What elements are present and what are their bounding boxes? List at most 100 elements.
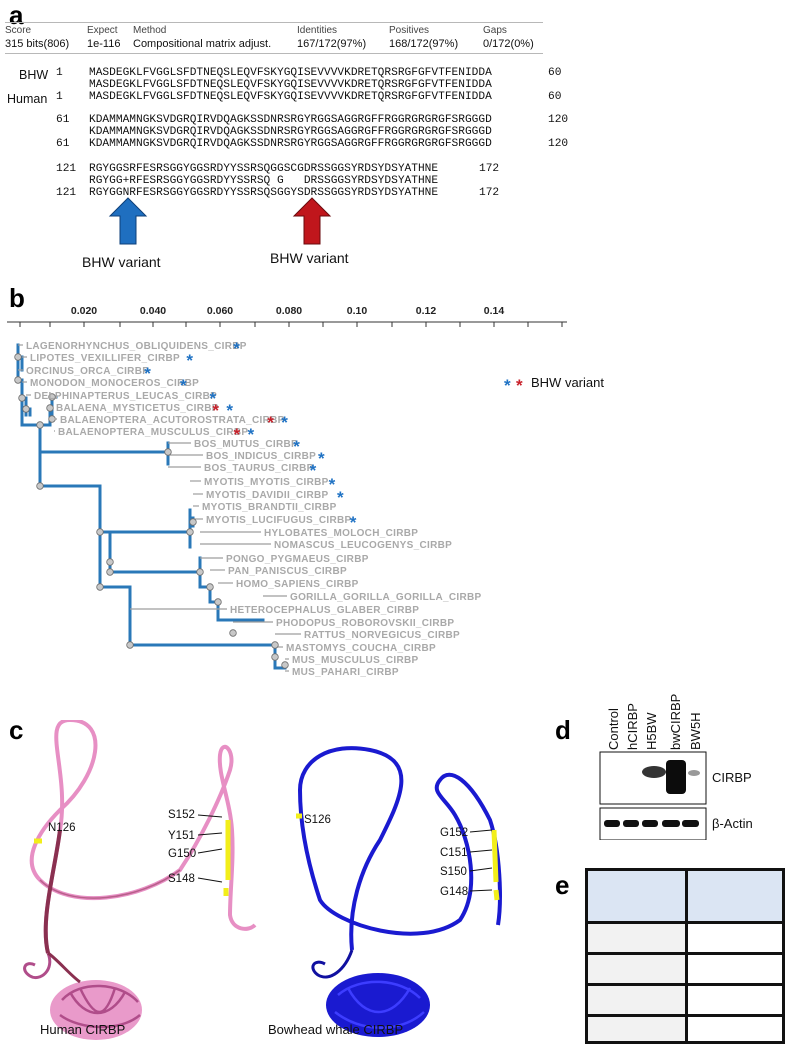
red-arrow-label: BHW variant [270,250,349,266]
header-method-label: Method [133,25,167,36]
alignment-block-1: BHW 1 MASDEGKLFVGGLSFDTNEQSLEQVFSKYGQISE… [0,66,600,106]
band-label-cirbp: CIRBP [712,770,752,785]
whale-cirbp-structure: S126 G152 C151 S150 G148 [296,746,502,1037]
scale-tick-label: 0.12 [416,305,437,317]
species-label: MUS_MUSCULUS_CIRBP [292,655,419,666]
scale-tick-label: 0.10 [347,305,368,317]
species-label: PONGO_PYGMAEUS_CIRBP [226,554,369,565]
table-e [585,868,785,1044]
western-blot: Control hCIRBP H5BW bwCIRBP BW5H CIRBP β… [599,694,753,840]
tree-node [281,661,289,669]
blue-star-icon: * [186,351,193,370]
tree-node [46,404,54,412]
human-res-label-1: N126 [48,822,76,834]
query-start: 121 [56,163,77,175]
subject-seq: RGYGGNRFESRSGGYGGSRDYYSSRSQSGGYSDRSSGGSY… [89,187,439,199]
lane-label-5: BW5H [688,712,703,750]
query-end: 172 [479,163,500,175]
blue-star-icon: * [247,425,254,444]
species-label: NOMASCUS_LEUCOGENYS_CIRBP [274,540,452,551]
subject-start: 121 [56,187,77,199]
header-score-value: 315 bits(806) [5,38,70,50]
blue-star-icon: * [293,437,300,456]
tree-node [271,653,279,661]
protein-structures: N126 S152 Y151 G150 S148 S126 G152 C151 … [23,720,502,1040]
species-label: MYOTIS_BRANDTII_CIRBP [202,502,337,513]
variant-arrows [108,197,332,245]
tree-node [96,528,104,536]
scale-tick-label: 0.14 [484,305,505,317]
species-label: BALAENOPTERA_ACUTOROSTRATA_CIRBP [60,415,285,426]
band-label-actin: β-Actin [712,816,753,831]
table-e-cell [588,986,688,1017]
table-e-header-right [688,871,782,924]
blue-arrow-label: BHW variant [82,254,161,270]
tree-node [22,405,30,413]
header-positives-label: Positives [389,25,430,36]
species-label: BALAENOPTERA_MUSCULUS_CIRBP [58,427,248,438]
alignment-block-2: 61 KDAMMAMNGKSVDGRQIRVDQAGKSSDNRSRGYRGGS… [0,113,600,153]
table-e-cell [688,986,782,1017]
species-label: DELPHINAPTERUS_LEUCAS_CIRBP [34,391,217,402]
tree-node [214,598,222,606]
query-end: 60 [548,67,562,79]
tree-node [48,393,56,401]
species-label: BOS_MUTUS_CIRBP [194,439,298,450]
table-e-cell [688,1017,782,1041]
whale-res-label-4: S150 [440,866,467,878]
blue-star-icon: * [226,401,233,420]
whale-res-label-3: C151 [440,847,468,859]
tree-node [189,518,197,526]
header-positives-value: 168/172(97%) [389,38,459,50]
header-expect-label: Expect [87,25,118,36]
table-e-cell [588,1017,688,1041]
scale-tick-label: 0.020 [71,305,97,317]
cirbp-band [666,760,686,794]
header-expect-value: 1e-116 [87,38,121,50]
table-e-cell [688,924,782,955]
cirbp-blot-box [599,751,707,805]
tree-node [14,353,22,361]
lane-label-2: hCIRBP [625,703,640,750]
species-label: MYOTIS_LUCIFUGUS_CIRBP [206,515,352,526]
header-gaps-value: 0/172(0%) [483,38,534,50]
table-e-cell [588,955,688,986]
human-cirbp-structure: N126 S152 Y151 G150 S148 [23,720,257,1040]
species-label: HYLOBATES_MOLOCH_CIRBP [264,528,418,539]
blue-star-icon: * [209,389,216,408]
species-label: MYOTIS_MYOTIS_CIRBP [204,477,329,488]
header-method-value: Compositional matrix adjust. [133,38,272,50]
tree-node [164,448,172,456]
species-label: PAN_PANISCUS_CIRBP [228,566,347,577]
tree-node [106,558,114,566]
match-seq: KDAMMAMNGKSVDGRQIRVDQAGKSSDNRSRGYRGGSAGG… [89,126,492,138]
whale-res-label-1: S126 [304,814,331,826]
tree-node [229,629,237,637]
red-star-icon: * [212,401,219,420]
tree-node [126,641,134,649]
panel-label-a: a [9,0,24,30]
tree-node [196,568,204,576]
red-arrow-icon [292,197,332,245]
species-label: HETEROCEPHALUS_GLABER_CIRBP [230,605,419,616]
subject-seq: MASDEGKLFVGGLSFDTNEQSLEQVFSKYGQISEVVVVKD… [89,91,492,103]
human-caption: Human CIRBP [40,1022,126,1037]
whale-res-label-2: G152 [440,827,468,839]
blue-star-icon: * [350,513,357,532]
match-seq: RGYGG+RFESRSGGYGGSRDYYSSRSQ G DRSSGGSYRD… [89,175,439,187]
human-res-label-4: G150 [168,848,196,860]
table-e-header-left [588,871,688,924]
header-identities-label: Identities [297,25,338,36]
whale-highlight [491,829,499,883]
lane-label-3: H5BW [644,712,659,750]
scale-tick-label: 0.060 [207,305,233,317]
red-star-icon: * [233,425,240,444]
panel-label-d: d [555,715,571,745]
scale-tick-label: 0.080 [276,305,302,317]
scale-tick-label: 0.040 [140,305,166,317]
human-loop-dark [43,829,62,954]
table-e-cell [688,955,782,986]
species-label: BOS_INDICUS_CIRBP [206,451,316,462]
human-loop [29,720,257,954]
tree-node [36,482,44,490]
